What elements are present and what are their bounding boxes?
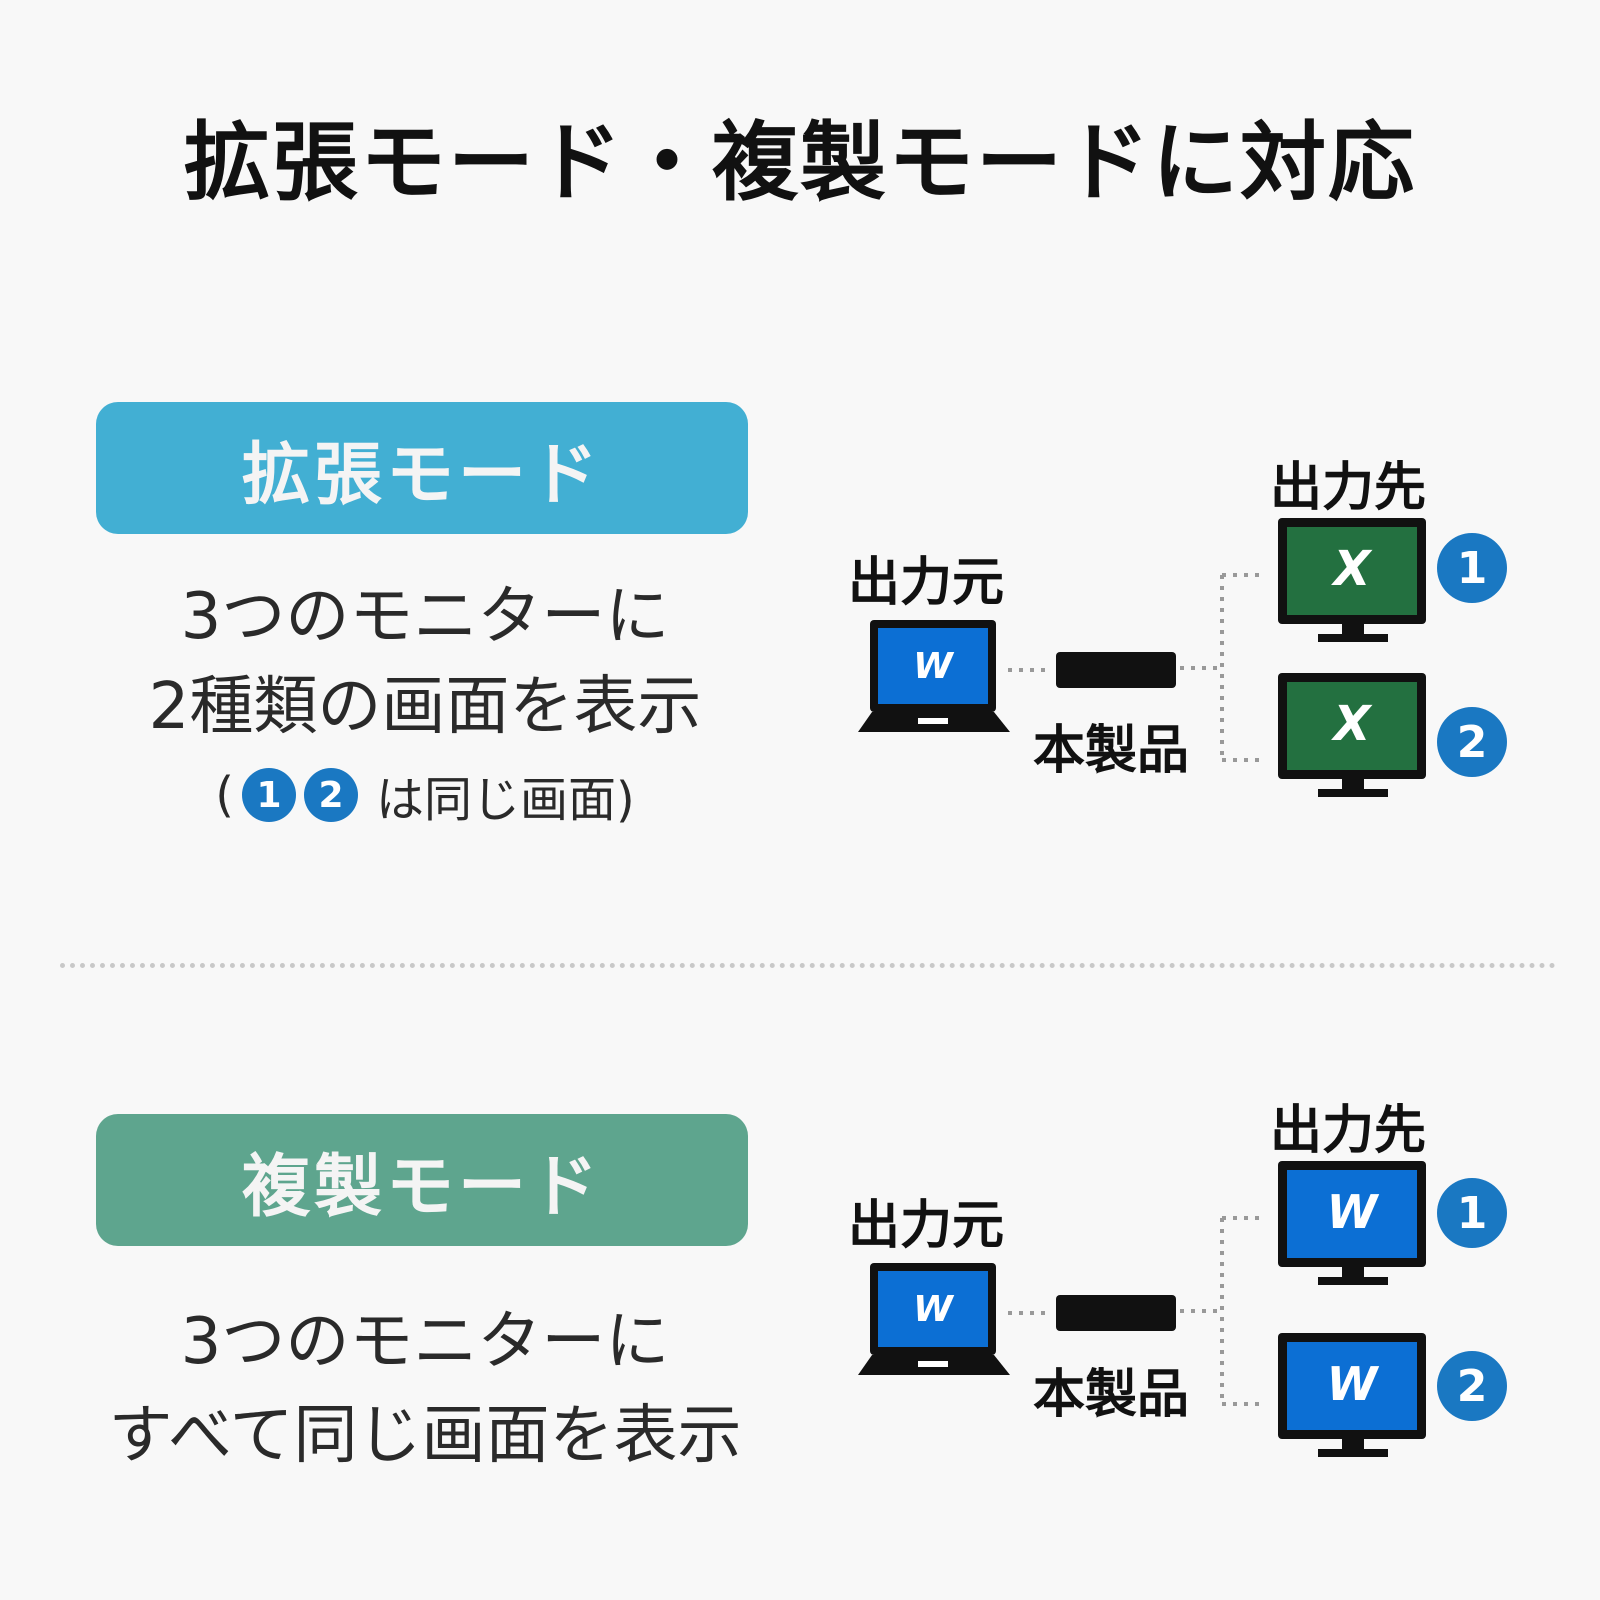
duplicate-monitor1-screen-glyph: W	[1327, 1185, 1380, 1239]
duplicate-device-label: 本製品	[1033, 1365, 1190, 1425]
duplicate-monitor1-icon: W	[1278, 1161, 1426, 1285]
extended-desc-line1: 3つのモニターに	[180, 580, 670, 654]
note-open-paren: (	[215, 767, 234, 823]
extended-laptop-icon: W	[858, 620, 1010, 732]
extended-monitor2-screen-glyph: X	[1330, 696, 1372, 752]
duplicate-monitor2-icon: W	[1278, 1333, 1426, 1457]
duplicate-laptop-screen-glyph: W	[913, 1289, 955, 1330]
duplicate-connection-lines	[1008, 1216, 1265, 1406]
extended-monitor1-number-badge: 1	[1437, 533, 1507, 603]
duplicate-desc-line2: すべて同じ画面を表示	[108, 1399, 742, 1473]
extended-note: ( 1 2 は同じ画面)	[60, 760, 790, 830]
duplicate-monitor2-screen-glyph: W	[1327, 1357, 1380, 1411]
extended-connection-lines	[1008, 573, 1265, 762]
note-text: は同じ画面)	[376, 772, 635, 828]
extended-monitor2-number-badge: 2	[1437, 707, 1507, 777]
extended-dest-label: 出力先	[1270, 458, 1427, 518]
page-title: 拡張モード・複製モードに対応	[184, 113, 1416, 213]
extended-desc-line2: 2種類の画面を表示	[148, 670, 702, 744]
extended-device-label: 本製品	[1033, 721, 1190, 781]
extended-device-box	[1056, 652, 1176, 688]
extended-monitor1-icon: X	[1278, 518, 1426, 642]
extended-monitor2-icon: X	[1278, 673, 1426, 797]
duplicate-mode-badge: 複製モード	[96, 1114, 748, 1246]
extended-laptop-screen-glyph: W	[913, 646, 955, 687]
note-number-1-badge: 1	[242, 768, 296, 822]
duplicate-device-box	[1056, 1295, 1176, 1331]
extended-source-label: 出力元	[848, 553, 1005, 613]
extended-mode-badge: 拡張モード	[96, 402, 748, 534]
duplicate-desc-line1: 3つのモニターに	[180, 1305, 670, 1379]
duplicate-monitor2-number-badge: 2	[1437, 1351, 1507, 1421]
duplicate-monitor1-number-badge: 1	[1437, 1178, 1507, 1248]
extended-monitor1-screen-glyph: X	[1330, 541, 1372, 597]
duplicate-laptop-icon: W	[858, 1263, 1010, 1375]
duplicate-dest-label: 出力先	[1270, 1101, 1427, 1161]
note-number-2-badge: 2	[304, 768, 358, 822]
section-divider	[60, 963, 1556, 968]
duplicate-source-label: 出力元	[848, 1196, 1005, 1256]
